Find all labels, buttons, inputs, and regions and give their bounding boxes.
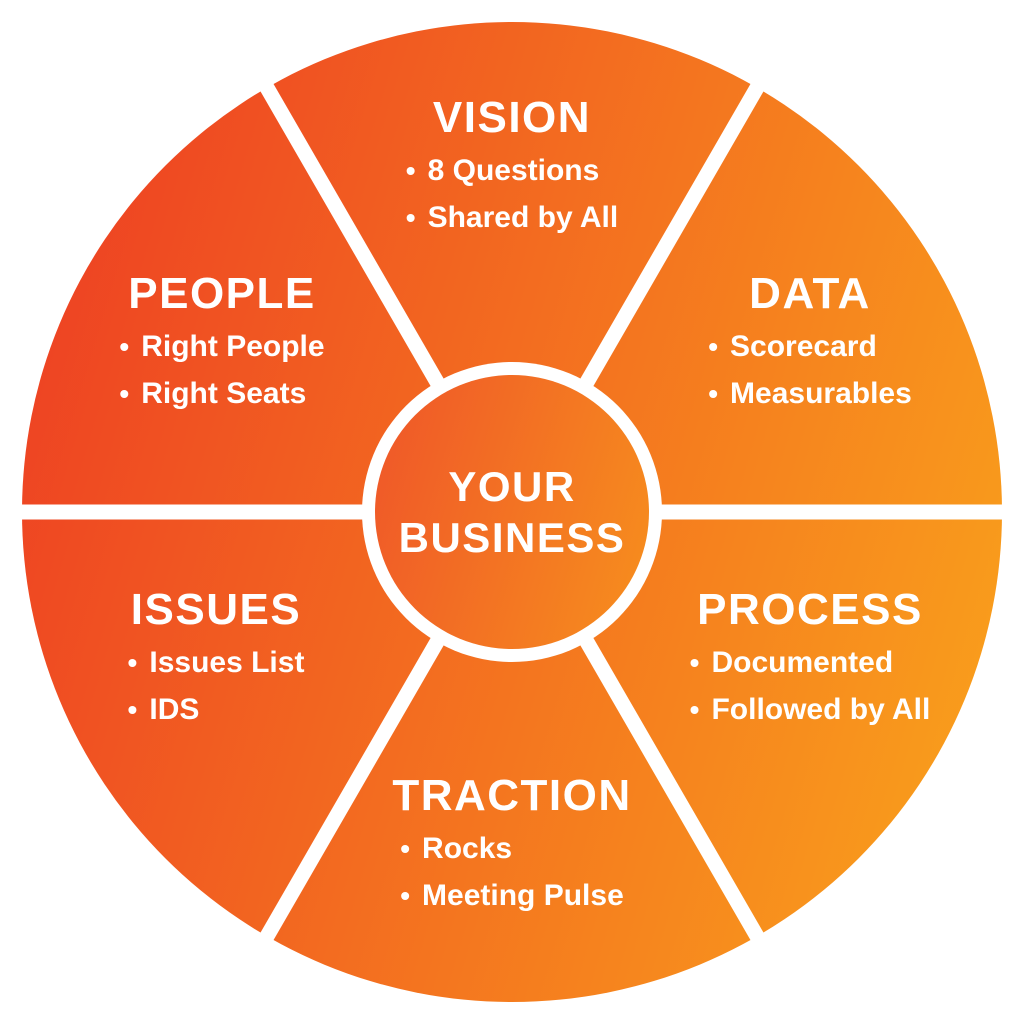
center-label: YOUR BUSINESS (399, 461, 626, 563)
segment-title: DATA (749, 269, 871, 318)
bullet-item: • Right Seats (119, 377, 306, 410)
bullet-dot-icon: • (127, 647, 138, 678)
bullet-text: Issues List (149, 646, 305, 679)
bullet-item: • Shared by All (406, 201, 618, 234)
bullet-dot-icon: • (119, 331, 130, 362)
bullet-text: Right People (141, 330, 325, 363)
bullet-text: Measurables (730, 377, 912, 410)
segment-bullets: • 8 Questions • Shared by All (406, 154, 618, 234)
bullet-item: • Documented (690, 646, 894, 679)
segment-people: PEOPLE • Right People • Right Seats (119, 269, 324, 411)
bullet-dot-icon: • (400, 880, 411, 911)
segment-process: PROCESS • Documented • Followed by All (690, 585, 931, 727)
bullet-item: • Scorecard (708, 330, 877, 363)
bullet-item: • Followed by All (690, 693, 931, 726)
center-label-line2: BUSINESS (398, 514, 626, 561)
bullet-item: • Measurables (708, 377, 912, 410)
segment-title: ISSUES (130, 585, 302, 634)
segment-data: DATA • Scorecard • Measurables (708, 269, 912, 411)
bullet-text: 8 Questions (427, 154, 600, 187)
segment-vision: VISION • 8 Questions • Shared by All (406, 93, 618, 235)
bullet-dot-icon: • (400, 833, 411, 864)
bullet-item: • 8 Questions (406, 154, 600, 187)
center-face (375, 375, 649, 649)
segment-bullets: • Right People • Right Seats (119, 330, 324, 410)
bullet-text: Rocks (422, 832, 513, 865)
bullet-dot-icon: • (405, 155, 416, 186)
segment-title: VISION (432, 93, 592, 142)
segment-traction: TRACTION • Rocks • Meeting Pulse (392, 771, 632, 913)
bullet-item: • Rocks (400, 832, 512, 865)
bullet-text: Meeting Pulse (422, 879, 624, 912)
bullet-text: Followed by All (711, 693, 931, 726)
segment-bullets: • Documented • Followed by All (690, 646, 931, 726)
segment-bullets: • Rocks • Meeting Pulse (400, 832, 624, 912)
bullet-dot-icon: • (708, 331, 719, 362)
bullet-text: Shared by All (427, 201, 619, 234)
bullet-text: IDS (149, 693, 200, 726)
bullet-text: Documented (711, 646, 894, 679)
segment-title: TRACTION (392, 771, 632, 820)
bullet-dot-icon: • (119, 378, 130, 409)
segment-bullets: • Scorecard • Measurables (708, 330, 912, 410)
bullet-dot-icon: • (689, 647, 700, 678)
bullet-item: • Meeting Pulse (400, 879, 624, 912)
segment-title: PROCESS (697, 585, 923, 634)
bullet-dot-icon: • (708, 378, 719, 409)
bullet-text: Scorecard (730, 330, 877, 363)
segment-bullets: • Issues List • IDS (128, 646, 305, 726)
segment-title: PEOPLE (128, 269, 316, 318)
bullet-item: • IDS (128, 693, 200, 726)
segment-issues: ISSUES • Issues List • IDS (128, 585, 305, 727)
bullet-item: • Issues List (128, 646, 305, 679)
bullet-item: • Right People (119, 330, 324, 363)
bullet-dot-icon: • (127, 694, 138, 725)
bullet-dot-icon: • (405, 202, 416, 233)
center-label-line1: YOUR (448, 462, 576, 510)
bullet-text: Right Seats (141, 377, 307, 410)
bullet-dot-icon: • (689, 694, 700, 725)
